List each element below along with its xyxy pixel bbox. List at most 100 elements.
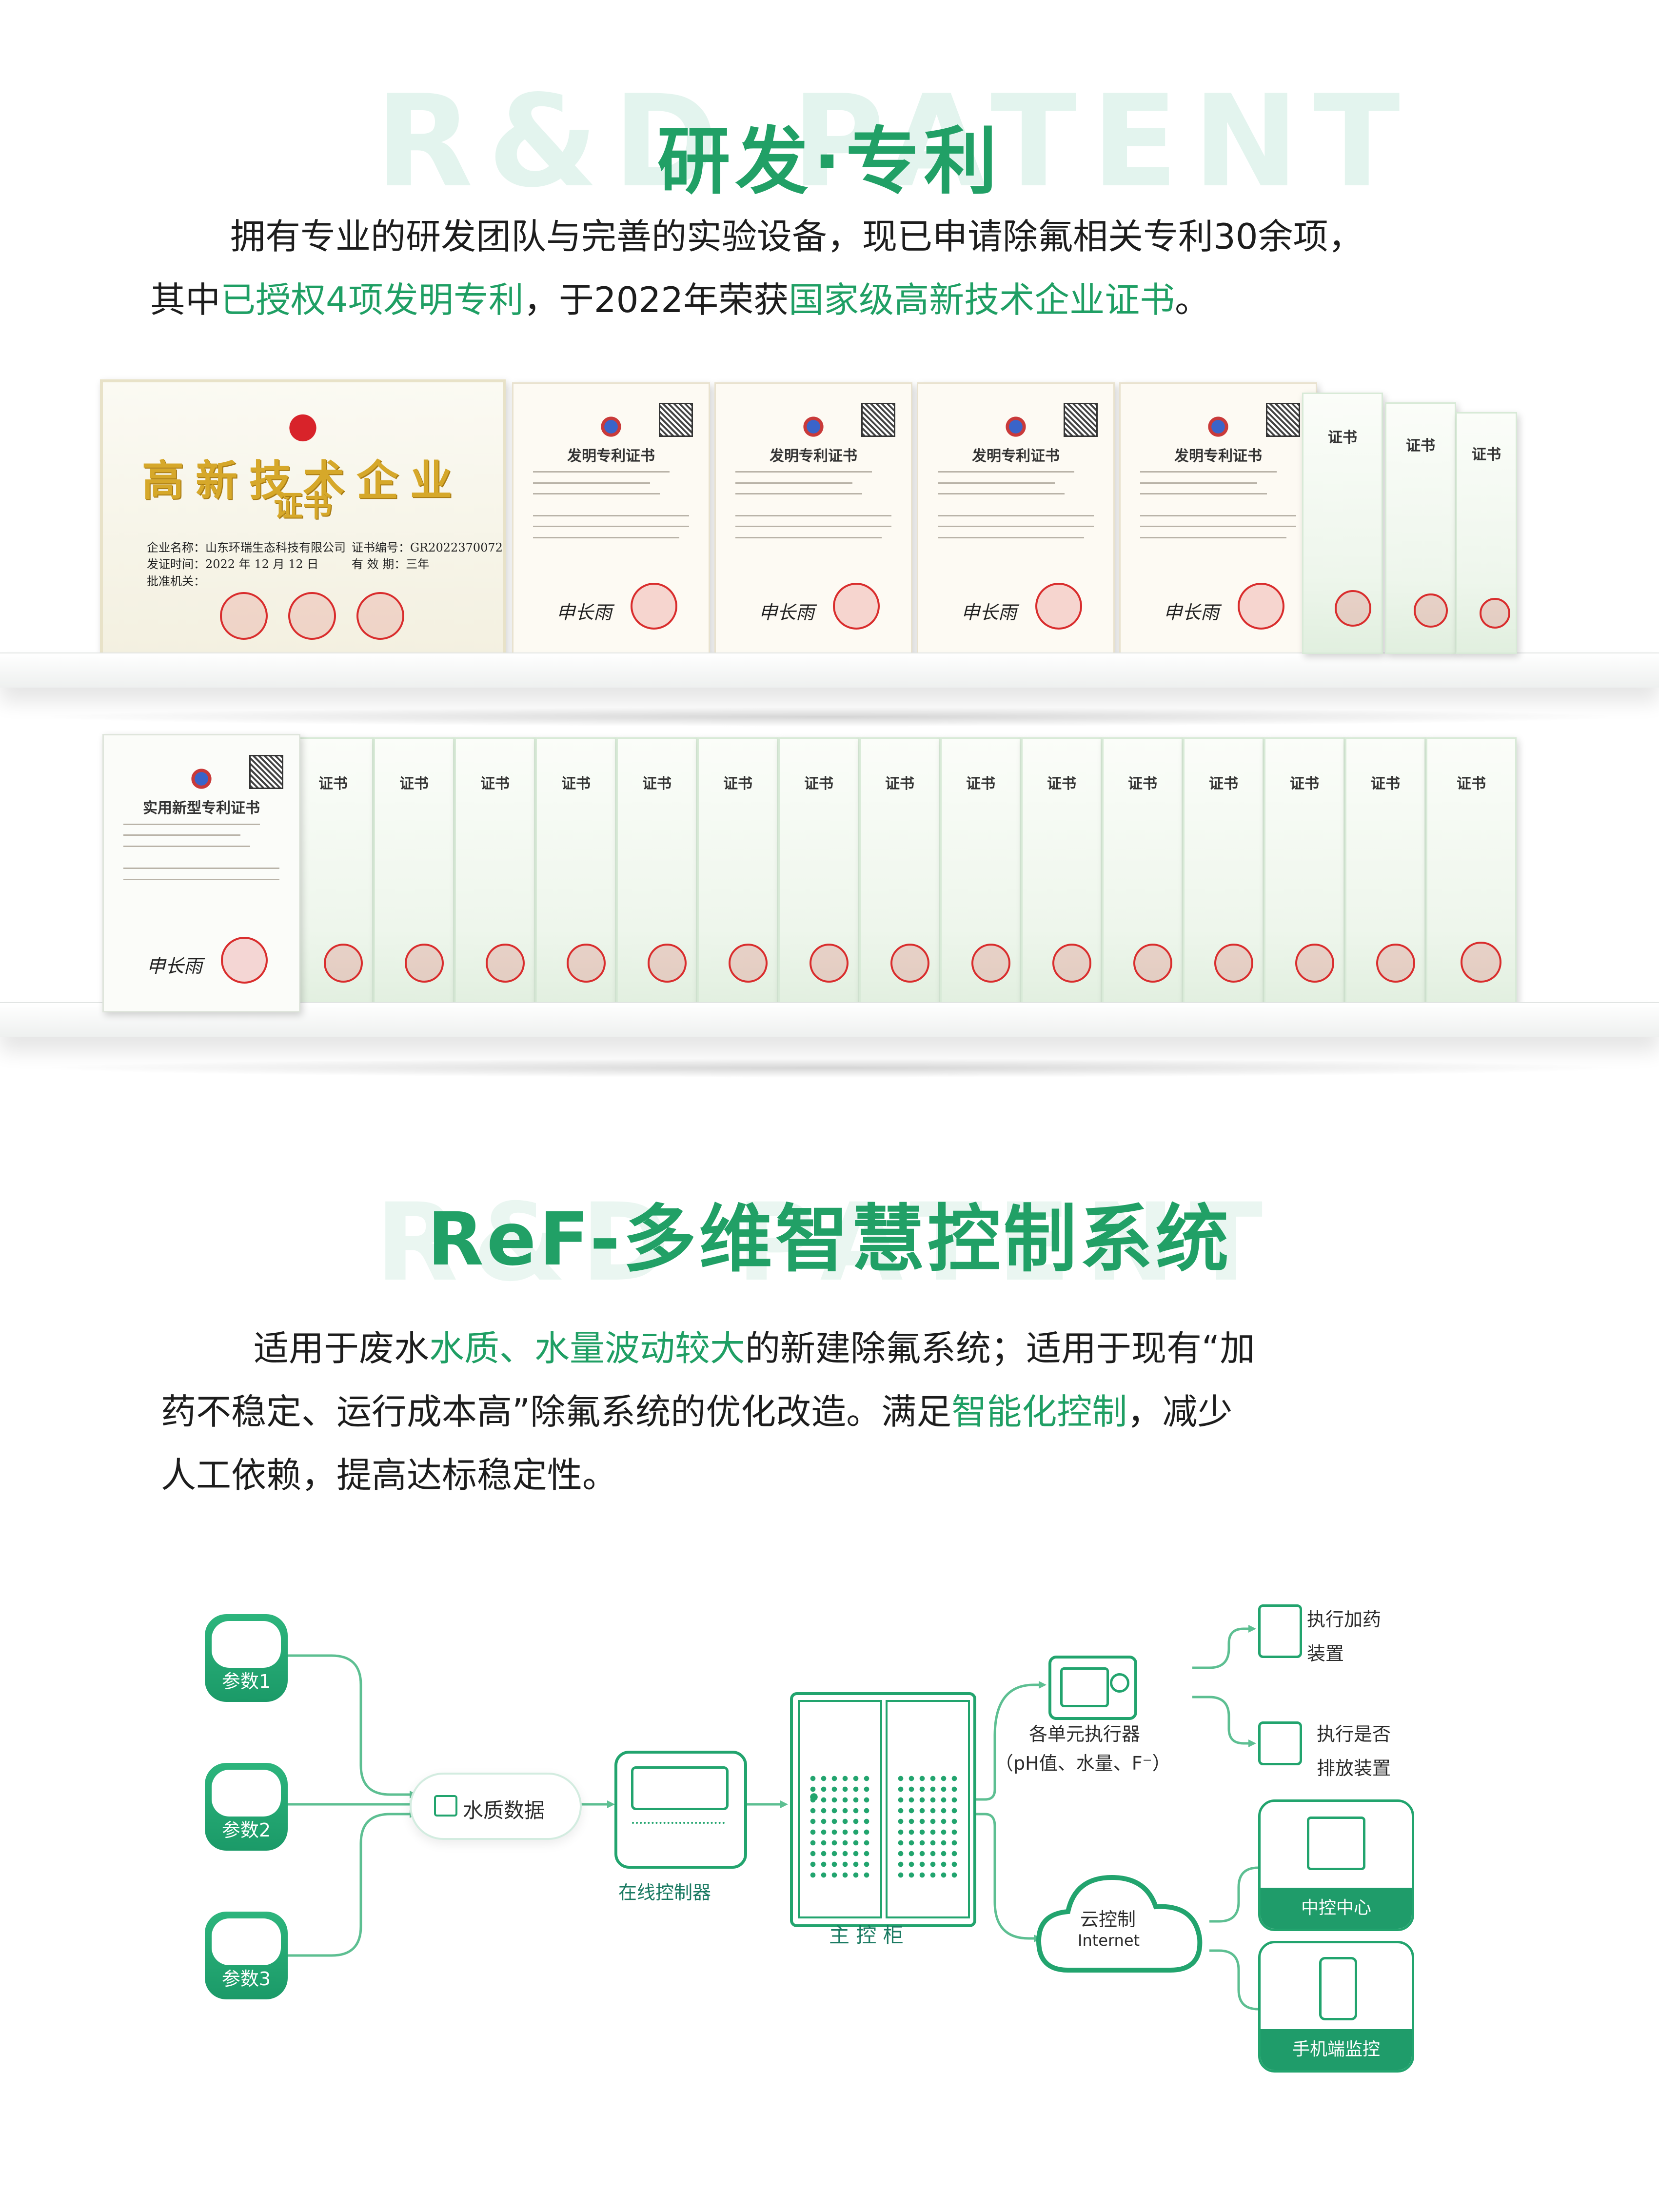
mobile-phone-icon xyxy=(1319,1957,1357,2020)
online-controller-icon xyxy=(614,1751,747,1869)
patent-office-logo-icon xyxy=(595,411,627,442)
intro-paragraph-line-2: 其中已授权4项发明专利，于2022年荣获国家级高新技术企业证书。 xyxy=(150,268,1564,332)
executor-device-icon xyxy=(1048,1656,1137,1720)
dosing-label-1: 执行加药 xyxy=(1307,1609,1382,1630)
controller-label: 在线控制器 xyxy=(618,1882,711,1903)
certificate-title: 证书 xyxy=(1406,437,1435,455)
certificate-title: 证书 xyxy=(480,775,510,792)
intro-text: ，于2022年荣获 xyxy=(523,279,789,320)
text-line xyxy=(1140,471,1277,473)
approver-label: 批准机关： xyxy=(147,574,205,588)
text-line xyxy=(533,536,679,538)
executors-label: 各单元执行器 xyxy=(1029,1723,1141,1745)
emblem-icon xyxy=(278,404,327,444)
red-seal-icon xyxy=(1052,943,1091,983)
utility-patent-certificate-partial: 证书 xyxy=(1021,737,1102,1011)
red-seal-icon xyxy=(1376,943,1415,983)
red-seal-icon xyxy=(1238,583,1284,630)
ref-line-3: 人工依赖，提高达标稳定性。 xyxy=(161,1455,618,1496)
certificate-title: 证书 xyxy=(1128,775,1157,792)
text-line xyxy=(123,846,250,847)
text-line xyxy=(938,493,1065,494)
intro-line-1: 拥有专业的研发团队与完善的实验设备，现已申请除氟相关专利30余项， xyxy=(230,216,1363,257)
red-seal-icon xyxy=(1414,593,1448,628)
hightech-cert-subtitle: 证书 xyxy=(274,489,332,524)
highlight-smart-control: 智能化控制 xyxy=(951,1391,1127,1432)
cloud-label: 云控制 xyxy=(1080,1909,1136,1930)
certificate-title: 证书 xyxy=(1457,775,1486,792)
certificate-title: 发明专利证书 xyxy=(770,448,857,465)
red-seal-icon xyxy=(1479,597,1510,629)
date-row: 发证时间：2022 年 12 月 12 日 xyxy=(147,554,318,572)
cert-no: GR202237007289 xyxy=(410,541,503,555)
certificate-title: 证书 xyxy=(1209,775,1238,792)
utility-patent-certificate-partial: 证书 xyxy=(1102,737,1183,1011)
signature: 申长雨 xyxy=(961,601,1017,623)
date-label: 发证时间： xyxy=(147,557,205,572)
red-seal-icon xyxy=(566,943,606,983)
text-line xyxy=(123,868,279,869)
qr-code-icon xyxy=(659,403,693,437)
ref-text: ，减少 xyxy=(1127,1391,1233,1432)
company-label: 企业名称： xyxy=(147,541,205,555)
controller-buttons xyxy=(632,1822,725,1841)
text-line xyxy=(123,878,279,880)
red-seal-icon xyxy=(971,943,1010,983)
cloud-sub-label: Internet xyxy=(1078,1931,1140,1950)
probe-icon xyxy=(212,1621,281,1668)
intro-text: 。 xyxy=(1175,279,1210,320)
red-seal-icon xyxy=(631,583,677,630)
invention-patent-certificate: 发明专利证书 申长雨 xyxy=(1119,382,1317,658)
certificate-title: 证书 xyxy=(318,775,348,792)
certificate-title: 发明专利证书 xyxy=(1174,448,1262,465)
qr-code-icon xyxy=(1064,403,1098,437)
approver-row: 批准机关： xyxy=(147,572,205,589)
utility-patent-certificate-partial: 证书 xyxy=(940,737,1021,1011)
signature: 申长雨 xyxy=(556,601,612,623)
patent-office-logo-icon xyxy=(186,763,217,794)
text-line xyxy=(735,471,872,473)
intro-text: 其中 xyxy=(150,279,221,320)
utility-patent-certificate-partial: 证书 xyxy=(293,737,374,1011)
utility-patent-certificate: 实用新型专利证书 申长雨 xyxy=(102,734,300,1012)
certificate-title: 证书 xyxy=(1328,429,1357,446)
executor-knob xyxy=(1110,1673,1129,1693)
diagram-connectors xyxy=(288,1625,1271,2013)
shelf-1-shadow xyxy=(29,707,1630,727)
signature: 申长雨 xyxy=(1164,601,1220,623)
executor-screen xyxy=(1060,1667,1109,1707)
text-line xyxy=(1140,536,1286,538)
patent-office-logo-icon xyxy=(1000,411,1031,442)
hightech-enterprise-certificate: 高新技术企业 证书 企业名称：山东环瑞生态科技有限公司 证书编号：GR20223… xyxy=(100,379,506,663)
utility-patent-certificate-partial: 证书 xyxy=(616,737,697,1011)
certificate-title: 证书 xyxy=(1472,446,1501,463)
utility-patent-certificate-partial: 证书 xyxy=(1426,737,1517,1011)
watermark-text: R&D PATENT xyxy=(375,1180,1278,1305)
utility-patent-certificate-partial: 证书 xyxy=(1264,737,1345,1011)
red-seal-icon xyxy=(221,936,268,984)
cert-no-row: 证书编号：GR202237007289 xyxy=(352,538,503,555)
ref-text: 药不稳定、运行成本高”除氟系统的优化改造。满足 xyxy=(161,1391,952,1432)
invention-patent-certificate: 发明专利证书 申长雨 xyxy=(917,382,1115,658)
utility-patent-certificate-partial: 证书 xyxy=(535,737,616,1011)
red-seal-icon xyxy=(1035,583,1082,630)
cabinet-grid-right xyxy=(895,1773,959,1880)
qr-code-icon xyxy=(249,754,283,789)
certificate-title: 证书 xyxy=(723,775,752,792)
main-cabinet-icon xyxy=(790,1692,976,1927)
company-row: 企业名称：山东环瑞生态科技有限公司 xyxy=(147,538,346,555)
text-line xyxy=(938,536,1084,538)
certificate-title: 证书 xyxy=(1371,775,1400,792)
section-title-rd-patent: 研发·专利 xyxy=(657,119,1002,204)
certificate-title: 证书 xyxy=(885,775,914,792)
qr-code-icon xyxy=(1266,403,1300,437)
invention-patent-certificate: 发明专利证书 申长雨 xyxy=(512,382,710,658)
certificate-title: 发明专利证书 xyxy=(567,448,655,465)
text-line xyxy=(1140,482,1257,484)
param-label: 参数2 xyxy=(221,1819,271,1841)
param-node-1: 参数1 xyxy=(205,1614,288,1702)
mobile-monitor-box: 手机端监控 xyxy=(1258,1941,1414,2073)
dosing-label-2: 装置 xyxy=(1307,1643,1344,1664)
discharge-label-1: 执行是否 xyxy=(1317,1723,1391,1745)
certificate-title: 发明专利证书 xyxy=(972,448,1060,465)
